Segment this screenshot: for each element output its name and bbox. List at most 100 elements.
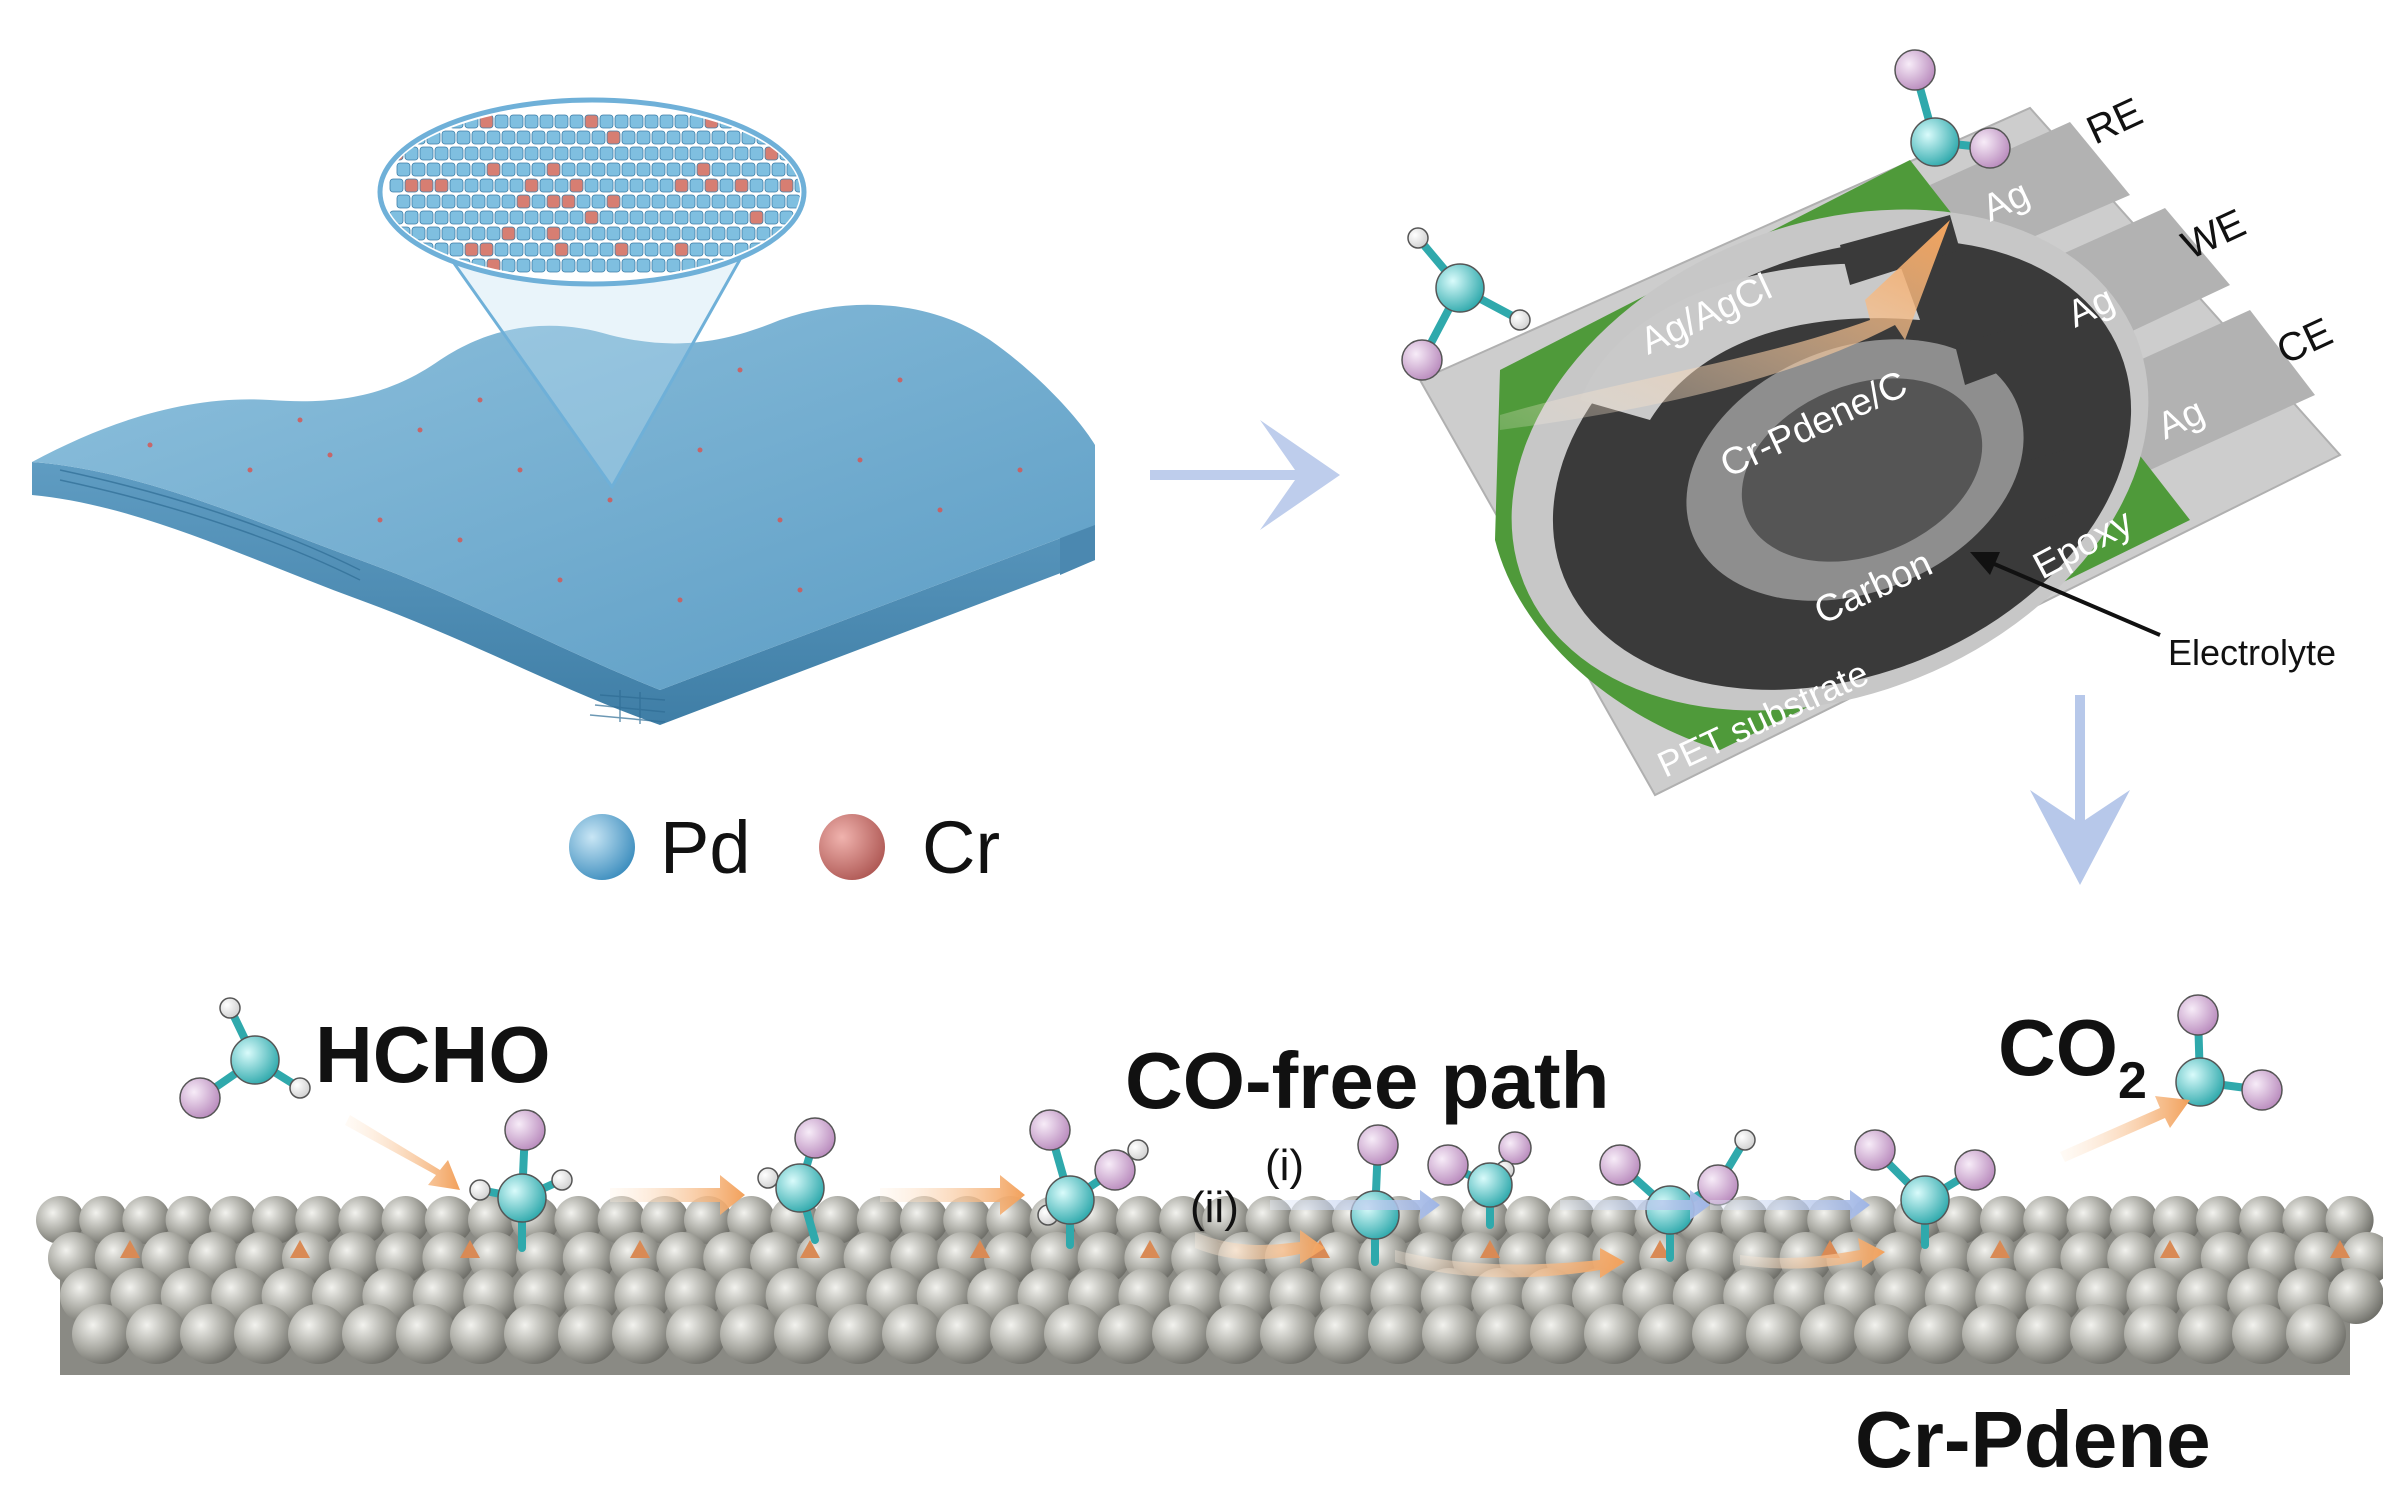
zoom-cr-atom [501, 226, 516, 241]
surface-cr-site [1140, 1240, 1160, 1258]
nanosheet-cr-dots [147, 367, 1023, 603]
zoom-pd-atom [561, 226, 576, 241]
zoom-pd-atom [756, 194, 771, 209]
zoom-pd-atom [726, 194, 741, 209]
surface-cr-site [290, 1240, 310, 1258]
carbon-atom [2175, 1057, 2225, 1107]
surface-atom [126, 1304, 186, 1364]
zoom-pd-atom [599, 114, 614, 129]
zoom-pd-atom [681, 162, 696, 177]
zoom-pd-atom [606, 258, 621, 273]
surface-atom [1908, 1304, 1968, 1364]
zoom-pd-atom [719, 178, 734, 193]
zoom-cr-atom [546, 162, 561, 177]
zoom-cr-atom [524, 178, 539, 193]
zoom-cr-atom [569, 178, 584, 193]
zoom-pd-atom [509, 242, 524, 257]
zoom-pd-atom [539, 210, 554, 225]
zoom-pd-atom [539, 114, 554, 129]
surface-atom [1692, 1304, 1752, 1364]
zoom-pd-atom [606, 162, 621, 177]
surface-atom [504, 1304, 564, 1364]
surface-atom [640, 1196, 689, 1244]
surface-atom [900, 1196, 948, 1244]
zoom-cr-atom [614, 242, 629, 257]
zoom-pd-atom [531, 226, 546, 241]
oxygen-atom [1357, 1124, 1399, 1166]
zoom-pd-atom [561, 258, 576, 273]
zoom-pd-atom [539, 178, 554, 193]
zoom-pd-atom [741, 258, 756, 273]
zoom-pd-atom [689, 146, 704, 161]
surface-atom [1800, 1304, 1860, 1364]
zoom-cr-atom [464, 242, 479, 257]
zoom-pd-atom [606, 226, 621, 241]
surface-atom [2109, 1196, 2158, 1244]
zoom-pd-atom [651, 194, 666, 209]
zoom-pd-atom [756, 226, 771, 241]
label-cr-pdene: Cr-Pdene [1855, 1395, 2211, 1484]
oxygen-atom [1954, 1149, 1996, 1191]
surface-atom [1504, 1196, 1553, 1244]
zoom-pd-atom [636, 258, 651, 273]
surface-atom [856, 1196, 905, 1244]
zoom-cr-atom [606, 194, 621, 209]
electrolyte-pointer-line [1984, 558, 2161, 637]
zoom-pd-atom [786, 194, 800, 209]
zoom-pd-atom [599, 178, 614, 193]
surface-atom [720, 1304, 780, 1364]
zoom-pd-atom [479, 178, 494, 193]
zoom-pd-atom [726, 226, 741, 241]
zoom-cr-atom [779, 178, 794, 193]
zoom-pd-atom [449, 242, 464, 257]
zoom-pd-atom [449, 146, 464, 161]
zoom-pd-atom [666, 194, 681, 209]
nanosheet-top [32, 304, 1095, 690]
zoom-pd-atom [554, 178, 569, 193]
zoom-pd-atom [441, 226, 456, 241]
zoom-pd-atom [464, 178, 479, 193]
surface-atom [122, 1196, 171, 1244]
label-hcho: HCHO [315, 1010, 551, 1099]
surface-atom [2124, 1304, 2184, 1364]
zoom-pd-atom [539, 146, 554, 161]
surface-atom [990, 1304, 1050, 1364]
zoom-pd-atom [524, 210, 539, 225]
legend-cr-swatch [819, 814, 885, 880]
zoom-pd-atom [486, 194, 501, 209]
oxygen-atom [2241, 1069, 2283, 1111]
surface-atom [1980, 1196, 2028, 1244]
zoom-pd-atom [711, 226, 726, 241]
zoom-cr-atom [584, 114, 599, 129]
oxygen-atom [504, 1109, 546, 1151]
surface-atom [165, 1196, 214, 1244]
zoom-pd-atom [389, 178, 404, 193]
surface-cr-site [120, 1240, 140, 1258]
legend: Pd Cr [569, 806, 1000, 889]
zoom-cr-atom [546, 194, 561, 209]
zoom-pd-atom [659, 114, 674, 129]
zoom-pd-atom [802, 259, 815, 272]
zoom-pd-atom [524, 114, 539, 129]
zoom-pd-atom [591, 258, 606, 273]
zoom-pd-atom [666, 130, 681, 145]
surface-atom [943, 1196, 992, 1244]
zoom-pd-atom [719, 210, 734, 225]
zoom-pd-atom [576, 162, 591, 177]
zoom-pd-atom [411, 162, 426, 177]
zoom-pd-atom [794, 146, 800, 161]
arrow-mid-blue [1560, 1190, 1710, 1220]
surface-cr-site [1480, 1240, 1500, 1258]
surface-atom [1422, 1304, 1482, 1364]
zoom-pd-atom [644, 114, 659, 129]
zoom-pd-atom [621, 194, 636, 209]
zoom-pd-atom [696, 130, 711, 145]
zoom-cr-atom [606, 130, 621, 145]
surface-atom [2070, 1304, 2130, 1364]
surface-atom [986, 1196, 1035, 1244]
zoom-pd-atom [629, 114, 644, 129]
surface-atom [2282, 1196, 2331, 1244]
hydrogen-atom [1734, 1129, 1756, 1151]
hydrogen-atom [551, 1169, 573, 1191]
oxygen-atom [1094, 1149, 1136, 1191]
